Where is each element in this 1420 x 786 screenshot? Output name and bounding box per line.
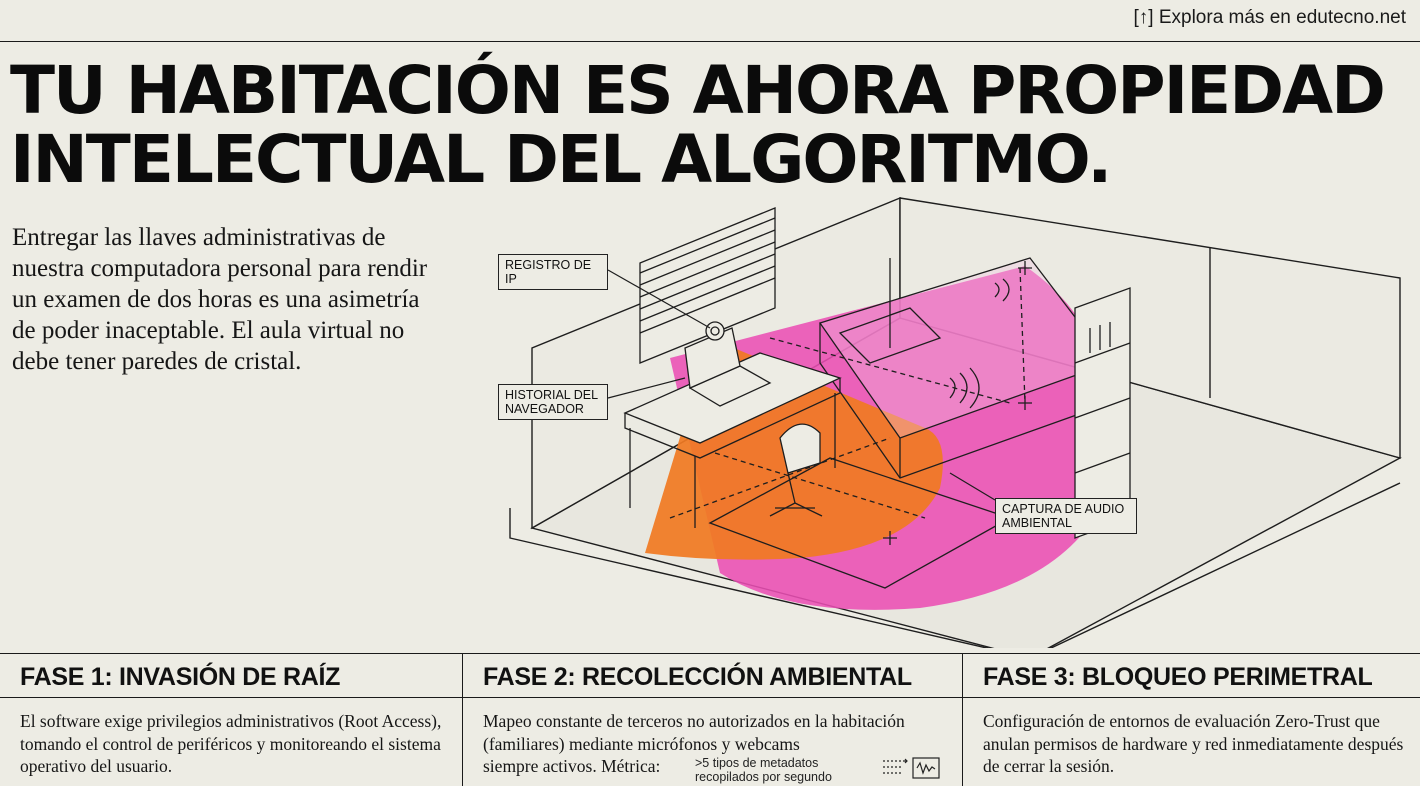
phase-2-metric: >5 tipos de metadatos recopilados por se… [695,756,832,784]
top-bar: [↑] Explora más en edutecno.net [0,0,1420,42]
data-stream-icon [881,757,941,785]
window [639,207,776,364]
explore-link[interactable]: [↑] Explora más en edutecno.net [1133,7,1407,28]
phase-2-metric-row: siempre activos. Métrica: >5 tipos de me… [483,755,949,784]
phase-1-title: FASE 1: INVASIÓN DE RAÍZ [0,654,462,698]
headline-line-2: INTELECTUAL DEL ALGORITMO. [10,121,1112,198]
phase-1: FASE 1: INVASIÓN DE RAÍZ El software exi… [0,654,462,786]
lede-paragraph: Entregar las llaves administrativas de n… [12,224,428,375]
phases-strip: FASE 1: INVASIÓN DE RAÍZ El software exi… [0,653,1420,786]
phase-2-title: FASE 2: RECOLECCIÓN AMBIENTAL [463,654,963,698]
phase-3-title: FASE 3: BLOQUEO PERIMETRAL [963,654,1420,698]
label-ip-log: REGISTRO DE IP [498,254,608,290]
phase-2-body-text: Mapeo constante de terceros no autorizad… [483,711,905,754]
label-ambient-audio: CAPTURA DE AUDIO AMBIENTAL [995,498,1137,534]
room-illustration: REGISTRO DE IP HISTORIAL DEL NAVEGADOR C… [470,188,1420,659]
webcam [705,321,725,341]
label-browser-history: HISTORIAL DEL NAVEGADOR [498,384,608,420]
isometric-room-drawing [509,196,1402,659]
chair [779,423,821,474]
headline: TU HABITACIÓN ES AHORA PROPIEDAD INTELEC… [10,56,1410,194]
headline-line-1: TU HABITACIÓN ES AHORA PROPIEDAD [10,52,1386,129]
phase-2: FASE 2: RECOLECCIÓN AMBIENTAL Mapeo cons… [462,654,963,786]
phase-3: FASE 3: BLOQUEO PERIMETRAL Configuración… [962,654,1420,786]
phase-2-body-last: siempre activos. Métrica: [483,756,661,776]
phase-3-body: Configuración de entornos de evaluación … [983,711,1404,776]
phase-2-body: Mapeo constante de terceros no autorizad… [463,698,963,784]
phase-1-body: El software exige privilegios administra… [20,711,442,776]
